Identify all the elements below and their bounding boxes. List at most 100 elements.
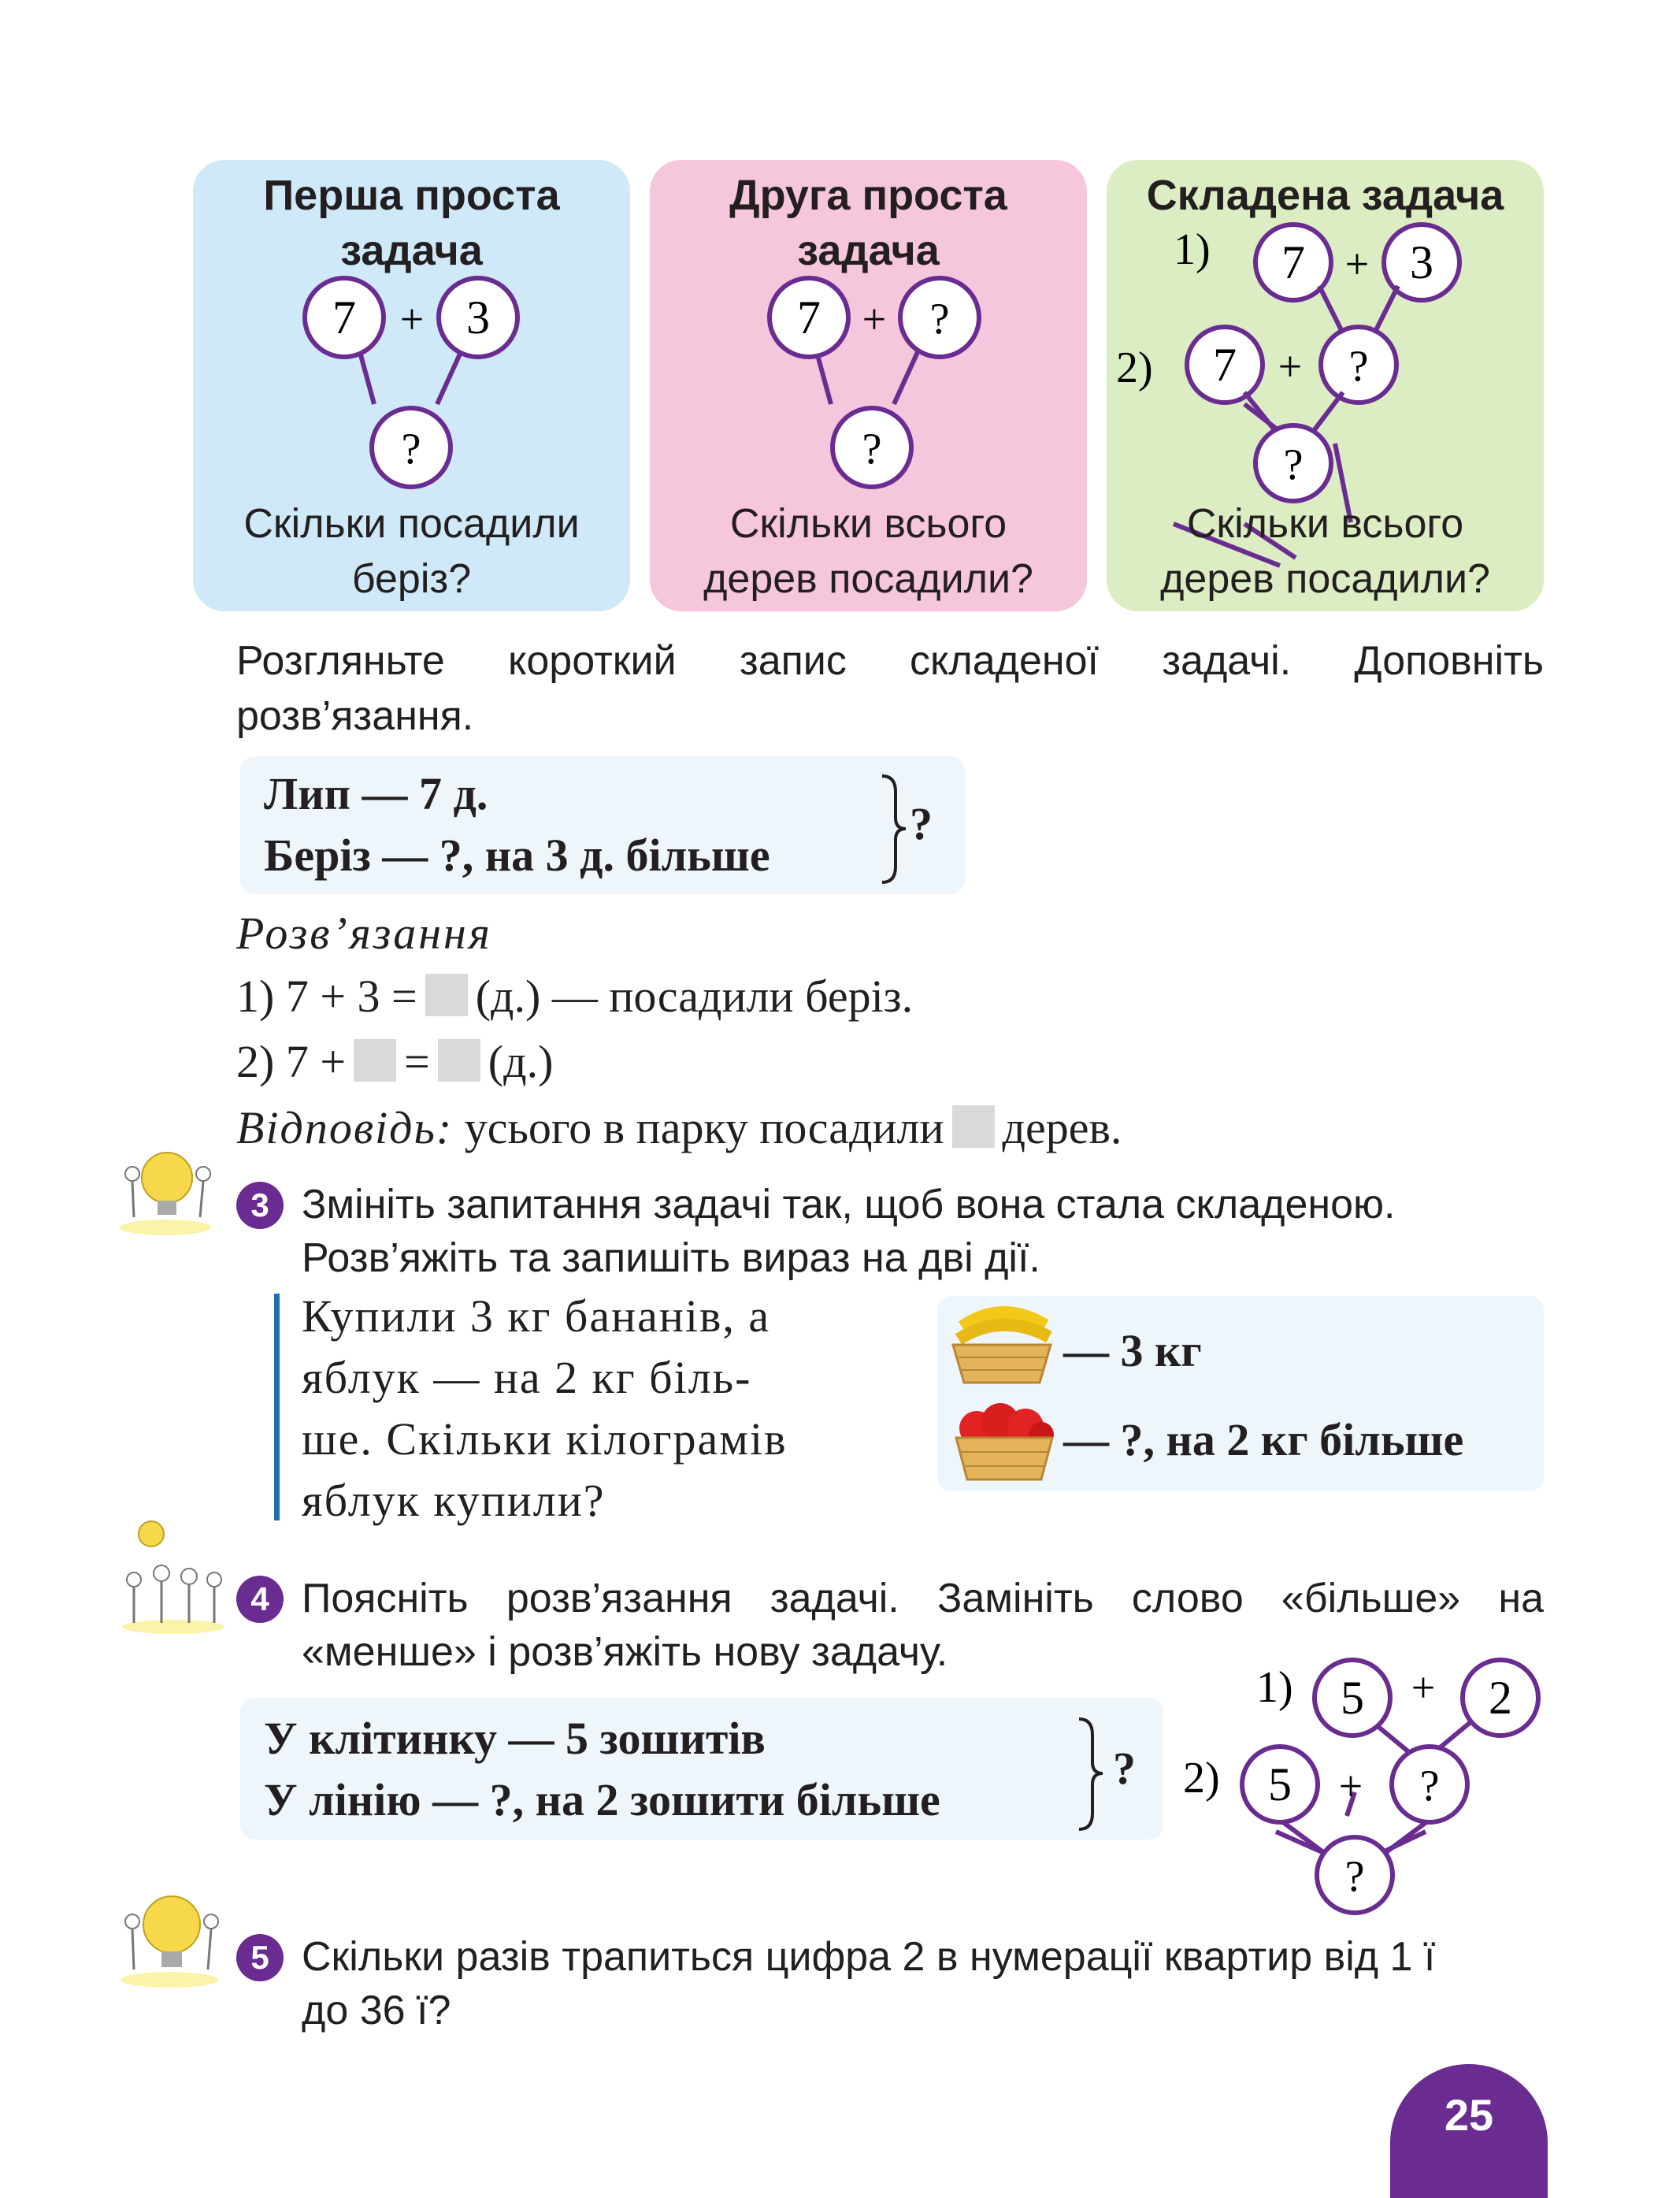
answer-blank[interactable] <box>951 1105 995 1148</box>
panel-title-line1: Друга проста <box>729 172 1007 219</box>
task5-line1: Скільки разів трапиться цифра 2 в нумера… <box>302 1934 1436 1980</box>
lightbulb-icon <box>121 1895 219 1988</box>
panel-title-line1: Складена задача <box>1146 172 1504 219</box>
node-label: 3 <box>1410 236 1433 288</box>
solution-heading-text: Розв’язання <box>236 908 492 959</box>
plus-sign: + <box>1339 1762 1363 1810</box>
step2-rest: (д.) <box>488 1036 554 1087</box>
answer-label: Відповідь: <box>236 1102 454 1153</box>
node-label: 7 <box>797 291 821 343</box>
circle-node: 7 <box>1185 325 1265 405</box>
panel-title-line1: Перша проста <box>263 172 560 219</box>
panel-question-line1: Скільки всього <box>1186 501 1464 547</box>
banana-basket-icon <box>951 1306 1052 1384</box>
node-label: 5 <box>1268 1758 1292 1810</box>
brief-question: ? <box>910 798 933 849</box>
task3-line2: Розв’яжіть та запишіть вираз на дві дії. <box>302 1235 1040 1281</box>
brief-line1: Лип — 7 д. <box>264 768 488 819</box>
node-label: ? <box>1349 342 1369 391</box>
node-label: ? <box>402 425 421 473</box>
problem-bar <box>274 1294 280 1520</box>
panel-second-simple: Друга проста задача 7 + ? ? Скільки всьо… <box>650 160 1087 611</box>
answer-blank[interactable] <box>354 1039 397 1082</box>
panel-title-line2: задача <box>340 227 483 274</box>
node-label: ? <box>930 295 950 343</box>
panel-question-line1: Скільки всього <box>729 501 1007 547</box>
panel-question-line2: беріз? <box>351 556 472 602</box>
page-number: 25 <box>1390 2064 1548 2198</box>
problem-line1: Купили 3 кг бананів, а <box>302 1290 771 1342</box>
solution-heading: Розв’язання <box>236 902 492 965</box>
panel-question-line2: дерев посадили? <box>1160 556 1490 602</box>
brief-line2: У лінію — ?, на 2 зошити більше <box>264 1774 940 1825</box>
node-label: 7 <box>1213 339 1237 391</box>
answer-tail: дерев. <box>1002 1102 1122 1153</box>
brief-box: У клітинку — 5 зошитів У лінію — ?, на 2… <box>240 1698 1163 1840</box>
step-number: 1) <box>1174 225 1211 274</box>
task4-line2: «менше» і розв’яжіть нову задачу. <box>302 1629 948 1675</box>
circle-node: 3 <box>436 276 520 359</box>
circle-node: ? <box>1315 1835 1395 1915</box>
task-number-badge: 4 <box>236 1576 284 1623</box>
circle-node: ? <box>369 406 453 489</box>
plus-sign: + <box>862 295 886 343</box>
node-label: 5 <box>1341 1672 1364 1724</box>
circle-node: ? <box>1318 325 1399 405</box>
task4-scheme-diagram: 1) 5 + 2 2) 5 + ? ? <box>1183 1658 1541 1915</box>
bananas-label: — 3 кг <box>1063 1325 1202 1376</box>
step1-rest: (д.) — посадили беріз. <box>475 971 914 1022</box>
scheme-diagram: 7 + 3 ? <box>302 276 520 489</box>
task4-line1: Поясніть розв’язання задачі. Замініть сл… <box>302 1576 1544 1621</box>
node-label: 7 <box>332 291 356 343</box>
solution-step2: 2) 7 +=(д.) <box>236 1030 553 1093</box>
problem-line2: яблук — на 2 кг біль- <box>302 1352 752 1403</box>
plus-sign: + <box>400 295 424 343</box>
panel-question-line2: дерев посадили? <box>703 556 1033 602</box>
task3-line1: Змініть запитання задачі так, щоб вона с… <box>302 1182 1396 1227</box>
brief-line1: У клітинку — 5 зошитів <box>264 1713 766 1764</box>
fruit-box: — 3 кг — ?, на 2 кг більше <box>937 1296 1544 1491</box>
circle-node: 3 <box>1381 222 1462 303</box>
apples-label: — ?, на 2 кг більше <box>1063 1414 1464 1465</box>
circle-node: 7 <box>767 276 851 359</box>
node-label: 7 <box>1281 236 1305 288</box>
task-number-badge: 5 <box>236 1934 284 1981</box>
problem-line3: ше. Скільки кілограмів <box>302 1413 788 1465</box>
step-number: 2) <box>1183 1754 1220 1803</box>
circle-node: 5 <box>1312 1658 1393 1738</box>
answer-blank[interactable] <box>425 974 468 1016</box>
answer-blank[interactable] <box>437 1039 480 1082</box>
task-number-badge: 3 <box>236 1182 284 1229</box>
node-label: ? <box>862 425 882 473</box>
scheme-diagram: 1) 7 + 3 2) 7 + ? ? <box>1116 222 1462 568</box>
intro-line1: Розгляньте короткий запис складеної зада… <box>236 638 1544 684</box>
scheme-diagram: 7 + ? ? <box>767 276 981 489</box>
group-thinking-icon <box>122 1520 224 1634</box>
node-label: 3 <box>466 291 490 343</box>
lightbulb-icon <box>120 1152 211 1235</box>
curly-brace <box>1078 1717 1103 1831</box>
panel-question-line1: Скільки посадили <box>243 501 580 547</box>
circle-node: 2 <box>1460 1658 1541 1738</box>
step1-expression: 1) 7 + 3 = <box>236 971 417 1022</box>
step-number: 2) <box>1116 343 1153 392</box>
circle-node: 7 <box>1253 222 1333 303</box>
circle-node: ? <box>830 406 914 489</box>
task5-line2: до 36 ї? <box>302 1988 451 2033</box>
plus-sign: + <box>1278 343 1302 390</box>
node-label: ? <box>1284 440 1304 489</box>
step-number: 1) <box>1256 1663 1293 1712</box>
problem-line4: яблук купили? <box>302 1475 606 1526</box>
brief-line2: Беріз — ?, на 3 д. більше <box>264 830 770 881</box>
apple-basket-icon <box>955 1403 1054 1481</box>
panel-title-line2: задача <box>797 227 940 274</box>
step2-expression: 2) 7 + <box>236 1036 347 1087</box>
panel-compound: Складена задача 1) 7 + 3 2) 7 + ? ? Скіл… <box>1107 160 1544 611</box>
circle-node: ? <box>1389 1744 1470 1825</box>
circle-node: 5 <box>1240 1744 1320 1825</box>
brief-question: ? <box>1113 1743 1136 1794</box>
node-label: ? <box>1420 1762 1440 1810</box>
plus-sign: + <box>1345 240 1369 288</box>
panel-first-simple: Перша проста задача 7 + 3 ? Скільки поса… <box>193 160 630 611</box>
